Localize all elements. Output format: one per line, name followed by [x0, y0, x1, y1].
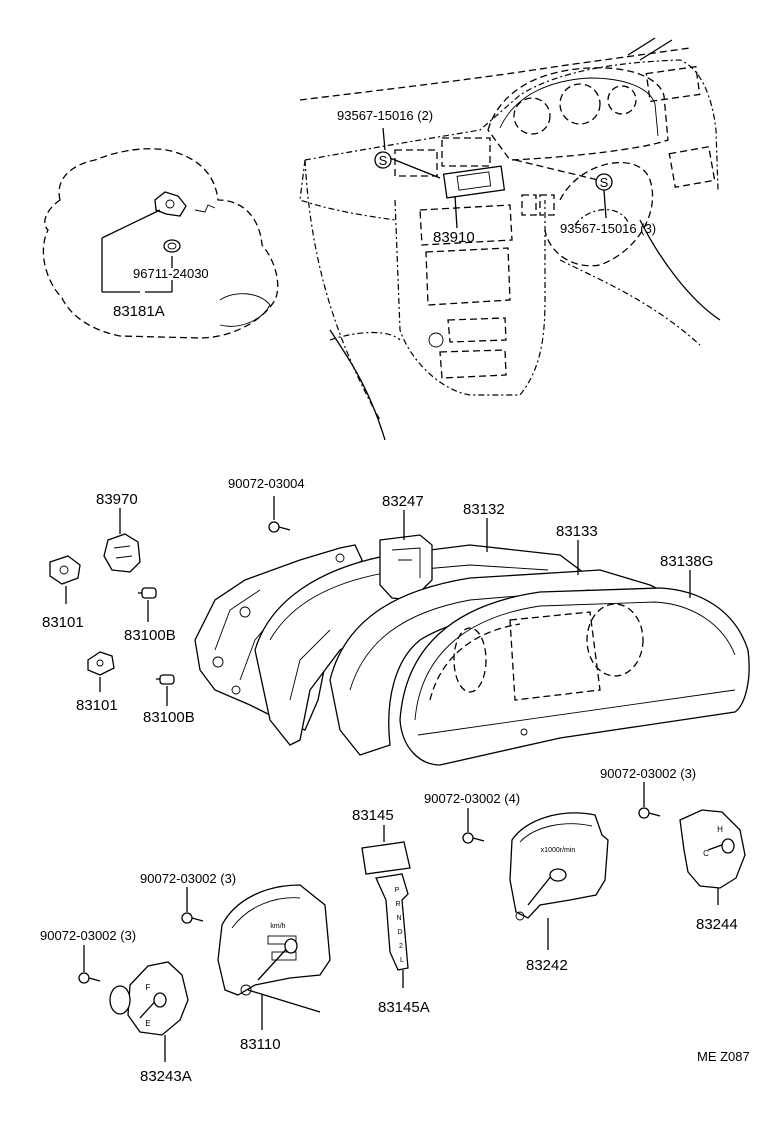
label-clock: 83910 [433, 229, 475, 246]
screw-case [268, 521, 291, 533]
indicator-plate-83145: 83145 [352, 807, 411, 875]
fuel-full-label: F [146, 983, 151, 992]
label-screw-tacho: 90072-03002 (4) [424, 791, 520, 806]
label-bulb-b2: 83100B [143, 709, 195, 726]
temp-cold-label: C [703, 849, 709, 858]
sensor-assembly: 96711-24030 83181A [42, 148, 279, 339]
label-glass: 83133 [556, 523, 598, 540]
label-temp-gauge: 83244 [696, 916, 738, 933]
tachometer-83242: x1000r/min 83242 [509, 812, 609, 974]
temp-hot-label: H [717, 825, 723, 834]
cluster-exploded: 90072-03004 83970 83247 83132 83133 8313… [42, 476, 750, 766]
label-shift-plate: 83145A [378, 999, 430, 1016]
label-socket-b2: 83101 [76, 697, 118, 714]
label-bracket: 83247 [382, 493, 424, 510]
diagram-code: ME Z087 [697, 1049, 750, 1064]
tacho-unit-label: x1000r/min [541, 847, 576, 854]
temp-gauge-83244: H C 83244 [679, 809, 746, 933]
speed-sensor-part [154, 191, 187, 217]
screw-fuel: 90072-03002 (3) [40, 928, 136, 984]
screw-marker-right: S [600, 175, 609, 190]
shift-l: L [400, 957, 404, 964]
screw-temp: 90072-03002 (3) [600, 766, 696, 819]
shift-n: N [396, 915, 401, 922]
fuel-empty-label: E [145, 1019, 150, 1028]
label-sensor-oring: 96711-24030 [133, 266, 209, 281]
clock-part [442, 165, 506, 229]
label-screw-fuel: 90072-03002 (3) [40, 928, 136, 943]
shift-plate-83145a: P R N D 2 L 83145A [375, 873, 430, 1016]
fuel-gauge-83243a: F E 83243A [109, 961, 192, 1085]
label-screw-dash-right: 93567-15016 (3) [560, 221, 656, 236]
speedo-unit-label: km/h [270, 923, 285, 930]
socket-83101-lower [87, 651, 115, 676]
label-case-rear: 83132 [463, 501, 505, 518]
label-screw-speedo: 90072-03002 (3) [140, 871, 236, 886]
shift-d: D [397, 929, 402, 936]
label-socket-a: 83970 [96, 491, 138, 508]
label-fuel-gauge: 83243A [140, 1068, 192, 1085]
bulb-83100b-upper [138, 587, 157, 599]
label-indicator-plate: 83145 [352, 807, 394, 824]
label-bulb-b1: 83100B [124, 627, 176, 644]
label-socket-b1: 83101 [42, 614, 84, 631]
shift-r: R [395, 901, 400, 908]
screw-marker-left: S [379, 153, 388, 168]
bulb-83100b-lower [156, 674, 175, 685]
screw-speedo: 90072-03002 (3) [140, 871, 236, 924]
shift-p: P [395, 887, 400, 894]
label-screw-case: 90072-03004 [228, 476, 305, 491]
label-speedometer: 83110 [240, 1036, 281, 1053]
screw-tacho: 90072-03002 (4) [424, 791, 520, 844]
label-screw-temp: 90072-03002 (3) [600, 766, 696, 781]
label-lens-cover: 83138G [660, 553, 713, 570]
gauges: 83145 P R N D 2 L 83145A x1000r/min 8324… [40, 766, 750, 1085]
socket-83101-upper [49, 555, 81, 585]
oring-part [163, 239, 181, 253]
shift-2: 2 [399, 943, 403, 950]
dashboard-overview: S S 93567-15016 (2) 83910 93567-15016 (3… [299, 37, 721, 441]
socket-83970 [103, 533, 141, 573]
label-sensor: 83181A [113, 303, 165, 320]
label-screw-dash-top: 93567-15016 (2) [337, 108, 433, 123]
label-tachometer: 83242 [526, 957, 568, 974]
speedometer-83110: km/h 83110 [217, 884, 331, 1053]
